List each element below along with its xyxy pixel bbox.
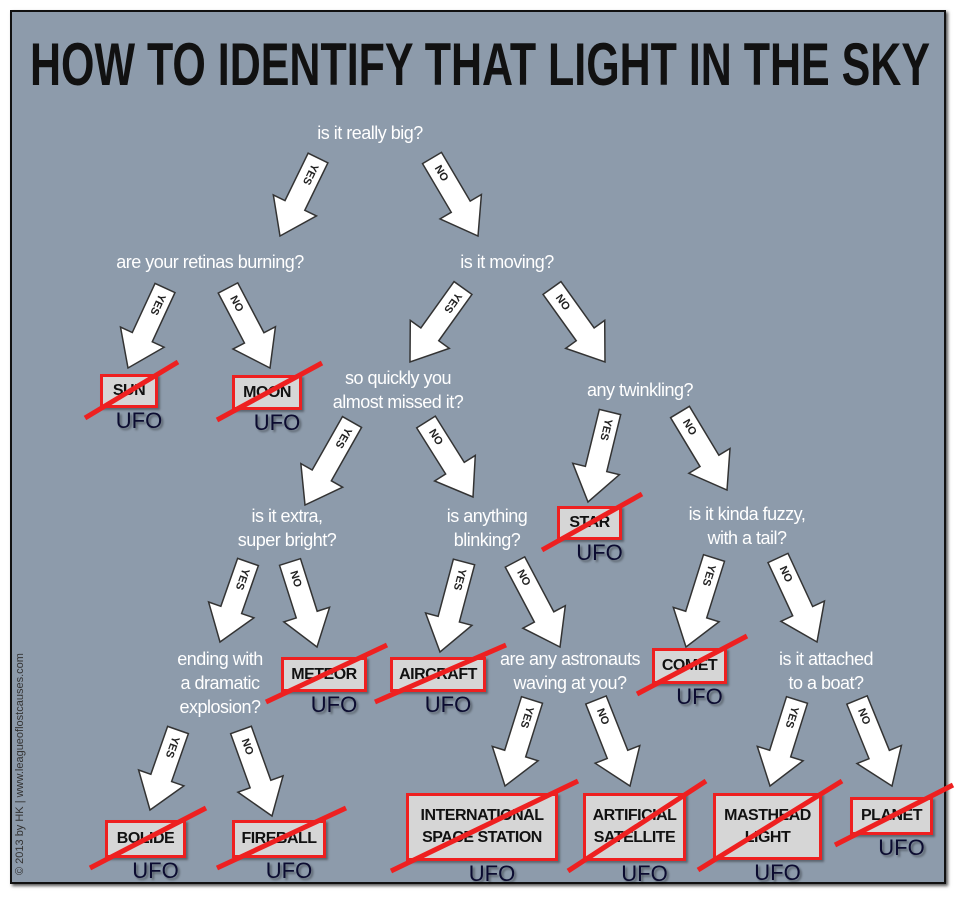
arrow-shape [845, 694, 903, 788]
arrow-shape [504, 555, 567, 649]
page-title: HOW TO IDENTIFY THAT LIGHT IN THE SKY [30, 31, 930, 98]
strike-line [88, 805, 208, 871]
yes-arrow: YES [207, 557, 260, 644]
no-arrow: NO [584, 694, 641, 788]
no-arrow: NO [542, 280, 606, 364]
yes-arrow: YES [491, 695, 544, 788]
arrow-shape [542, 280, 606, 364]
yes-arrow: YES [137, 725, 190, 812]
strike-line [635, 633, 749, 697]
arrow-shape [272, 152, 329, 238]
arrow-shape [409, 280, 473, 364]
question-moving: is it moving? [460, 252, 554, 272]
question-twinkling: any twinkling? [586, 380, 694, 400]
arrow-shape [767, 552, 826, 644]
no-arrow: NO [278, 557, 331, 649]
no-arrow: NO [669, 405, 731, 492]
no-arrow: NO [229, 725, 285, 818]
no-arrow: NO [217, 281, 277, 370]
ufo-label: UFO [676, 684, 723, 709]
question-explosion: ending with a dramatic explosion? [177, 649, 263, 717]
question-blinking: is anything blinking? [446, 506, 528, 550]
strike-line [264, 642, 389, 705]
arrow-label: YES [451, 567, 468, 591]
arrow-shape [584, 694, 641, 788]
yes-arrow: YES [424, 558, 476, 654]
arrow-shape [299, 415, 363, 507]
ufo-label: UFO [754, 860, 801, 885]
question-astronauts: are any astronauts waving at you? [499, 649, 641, 693]
question-retinas: are your retinas burning? [116, 252, 304, 272]
ufo-label: UFO [115, 408, 163, 433]
arrow-shape [424, 558, 476, 654]
arrow-shape [207, 557, 260, 644]
strike-line [566, 778, 708, 874]
ufo-label: UFO [621, 861, 668, 886]
arrow-shape [491, 695, 544, 788]
strike-line [374, 642, 507, 705]
arrow-shape [756, 695, 809, 788]
arrow-label: NO [239, 737, 256, 757]
yes-arrow: YES [272, 152, 329, 238]
strike-line [215, 805, 348, 871]
strike-line [540, 491, 644, 553]
question-quickly: so quickly you almost missed it? [332, 368, 464, 412]
yes-arrow: YES [756, 695, 809, 788]
yes-arrow: YES [571, 408, 622, 504]
ufo-label: UFO [253, 410, 301, 435]
no-arrow: NO [504, 555, 567, 649]
no-arrow: NO [767, 552, 826, 644]
arrow-shape [119, 282, 176, 370]
question-boat: is it attached to a boat? [778, 649, 874, 693]
arrow-shape [229, 725, 285, 818]
no-arrow: NO [845, 694, 903, 788]
ufo-label: UFO [265, 858, 313, 883]
question-really-big: is it really big? [317, 123, 423, 143]
arrow-label: NO [287, 569, 304, 589]
ufo-label: UFO [424, 692, 472, 717]
ufo-label: UFO [132, 858, 179, 883]
arrow-shape [421, 151, 483, 238]
ufo-label: UFO [468, 861, 516, 886]
arrow-shape [669, 405, 731, 492]
yes-arrow: YES [672, 553, 726, 649]
ufo-label: UFO [878, 835, 925, 860]
question-extra-bright: is it extra, super bright? [237, 506, 337, 550]
no-arrow: NO [421, 151, 483, 238]
no-arrow: NO [415, 415, 477, 499]
arrow-shape [415, 415, 477, 499]
yes-arrow: YES [119, 282, 176, 370]
arrow-label: YES [597, 417, 614, 441]
arrow-label: NO [855, 707, 873, 727]
ufo-label: UFO [310, 692, 358, 717]
strike-line [83, 359, 180, 421]
arrow-shape [672, 553, 726, 649]
arrow-shape [137, 725, 190, 812]
arrow-shape [278, 557, 331, 649]
arrow-label: NO [594, 707, 611, 727]
yes-arrow: YES [409, 280, 473, 364]
yes-arrow: YES [299, 415, 363, 507]
ufo-label: UFO [576, 540, 623, 565]
strike-line [696, 778, 844, 873]
arrow-shape [571, 408, 622, 504]
title-layer: HOW TO IDENTIFY THAT LIGHT IN THE SKY [30, 31, 930, 98]
strike-line [215, 360, 324, 423]
arrow-shape [217, 281, 277, 370]
strike-line [389, 778, 580, 874]
question-fuzzy-tail: is it kinda fuzzy, with a tail? [688, 504, 806, 548]
strike-line [833, 782, 955, 848]
